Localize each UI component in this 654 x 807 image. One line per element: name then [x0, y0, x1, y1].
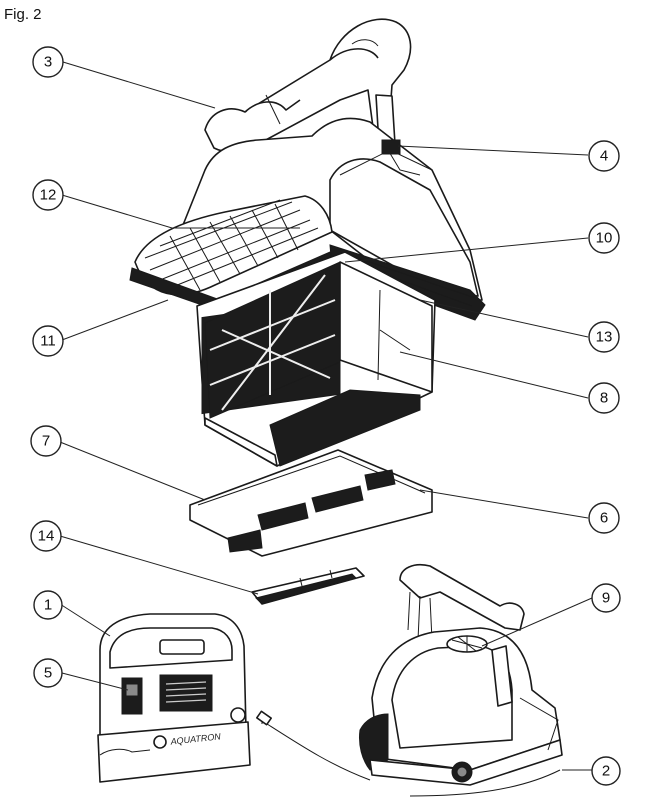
callout-5: 5 — [33, 658, 63, 688]
floating-cable — [255, 710, 561, 797]
callout-7: 7 — [30, 425, 62, 457]
svg-text:4: 4 — [600, 148, 608, 165]
figure-title: Fig. 2 — [4, 6, 42, 23]
svg-text:12: 12 — [40, 187, 57, 204]
callout-14: 14 — [30, 520, 62, 552]
callout-10: 10 — [588, 222, 620, 254]
svg-text:2: 2 — [602, 763, 610, 780]
callout-8: 8 — [588, 382, 620, 414]
svg-text:13: 13 — [596, 329, 613, 346]
callout-11: 11 — [32, 325, 64, 357]
svg-text:10: 10 — [596, 230, 613, 247]
svg-text:6: 6 — [600, 510, 608, 527]
robot-cleaner-main — [129, 18, 486, 605]
svg-text:11: 11 — [40, 333, 56, 350]
svg-text:7: 7 — [42, 433, 50, 450]
filter-box — [196, 251, 436, 467]
power-supply: AQUATRON — [97, 613, 251, 783]
callout-13: 13 — [588, 321, 620, 353]
filter-cover — [189, 449, 433, 557]
robot-cleaner-assembled — [359, 564, 563, 786]
svg-text:3: 3 — [44, 54, 52, 71]
svg-text:1: 1 — [44, 597, 52, 614]
leader-lines — [59, 61, 593, 771]
callout-3: 3 — [32, 46, 64, 78]
callout-12: 12 — [32, 179, 64, 211]
callout-1: 1 — [33, 590, 63, 620]
svg-text:8: 8 — [600, 390, 608, 407]
callout-6: 6 — [588, 502, 620, 534]
svg-text:9: 9 — [602, 590, 610, 607]
callout-9: 9 — [591, 583, 621, 613]
body-shell — [174, 117, 483, 301]
svg-text:14: 14 — [38, 528, 55, 545]
svg-text:5: 5 — [44, 665, 52, 682]
callout-4: 4 — [588, 140, 620, 172]
callout-2: 2 — [591, 756, 621, 786]
filter-clip — [251, 567, 365, 605]
